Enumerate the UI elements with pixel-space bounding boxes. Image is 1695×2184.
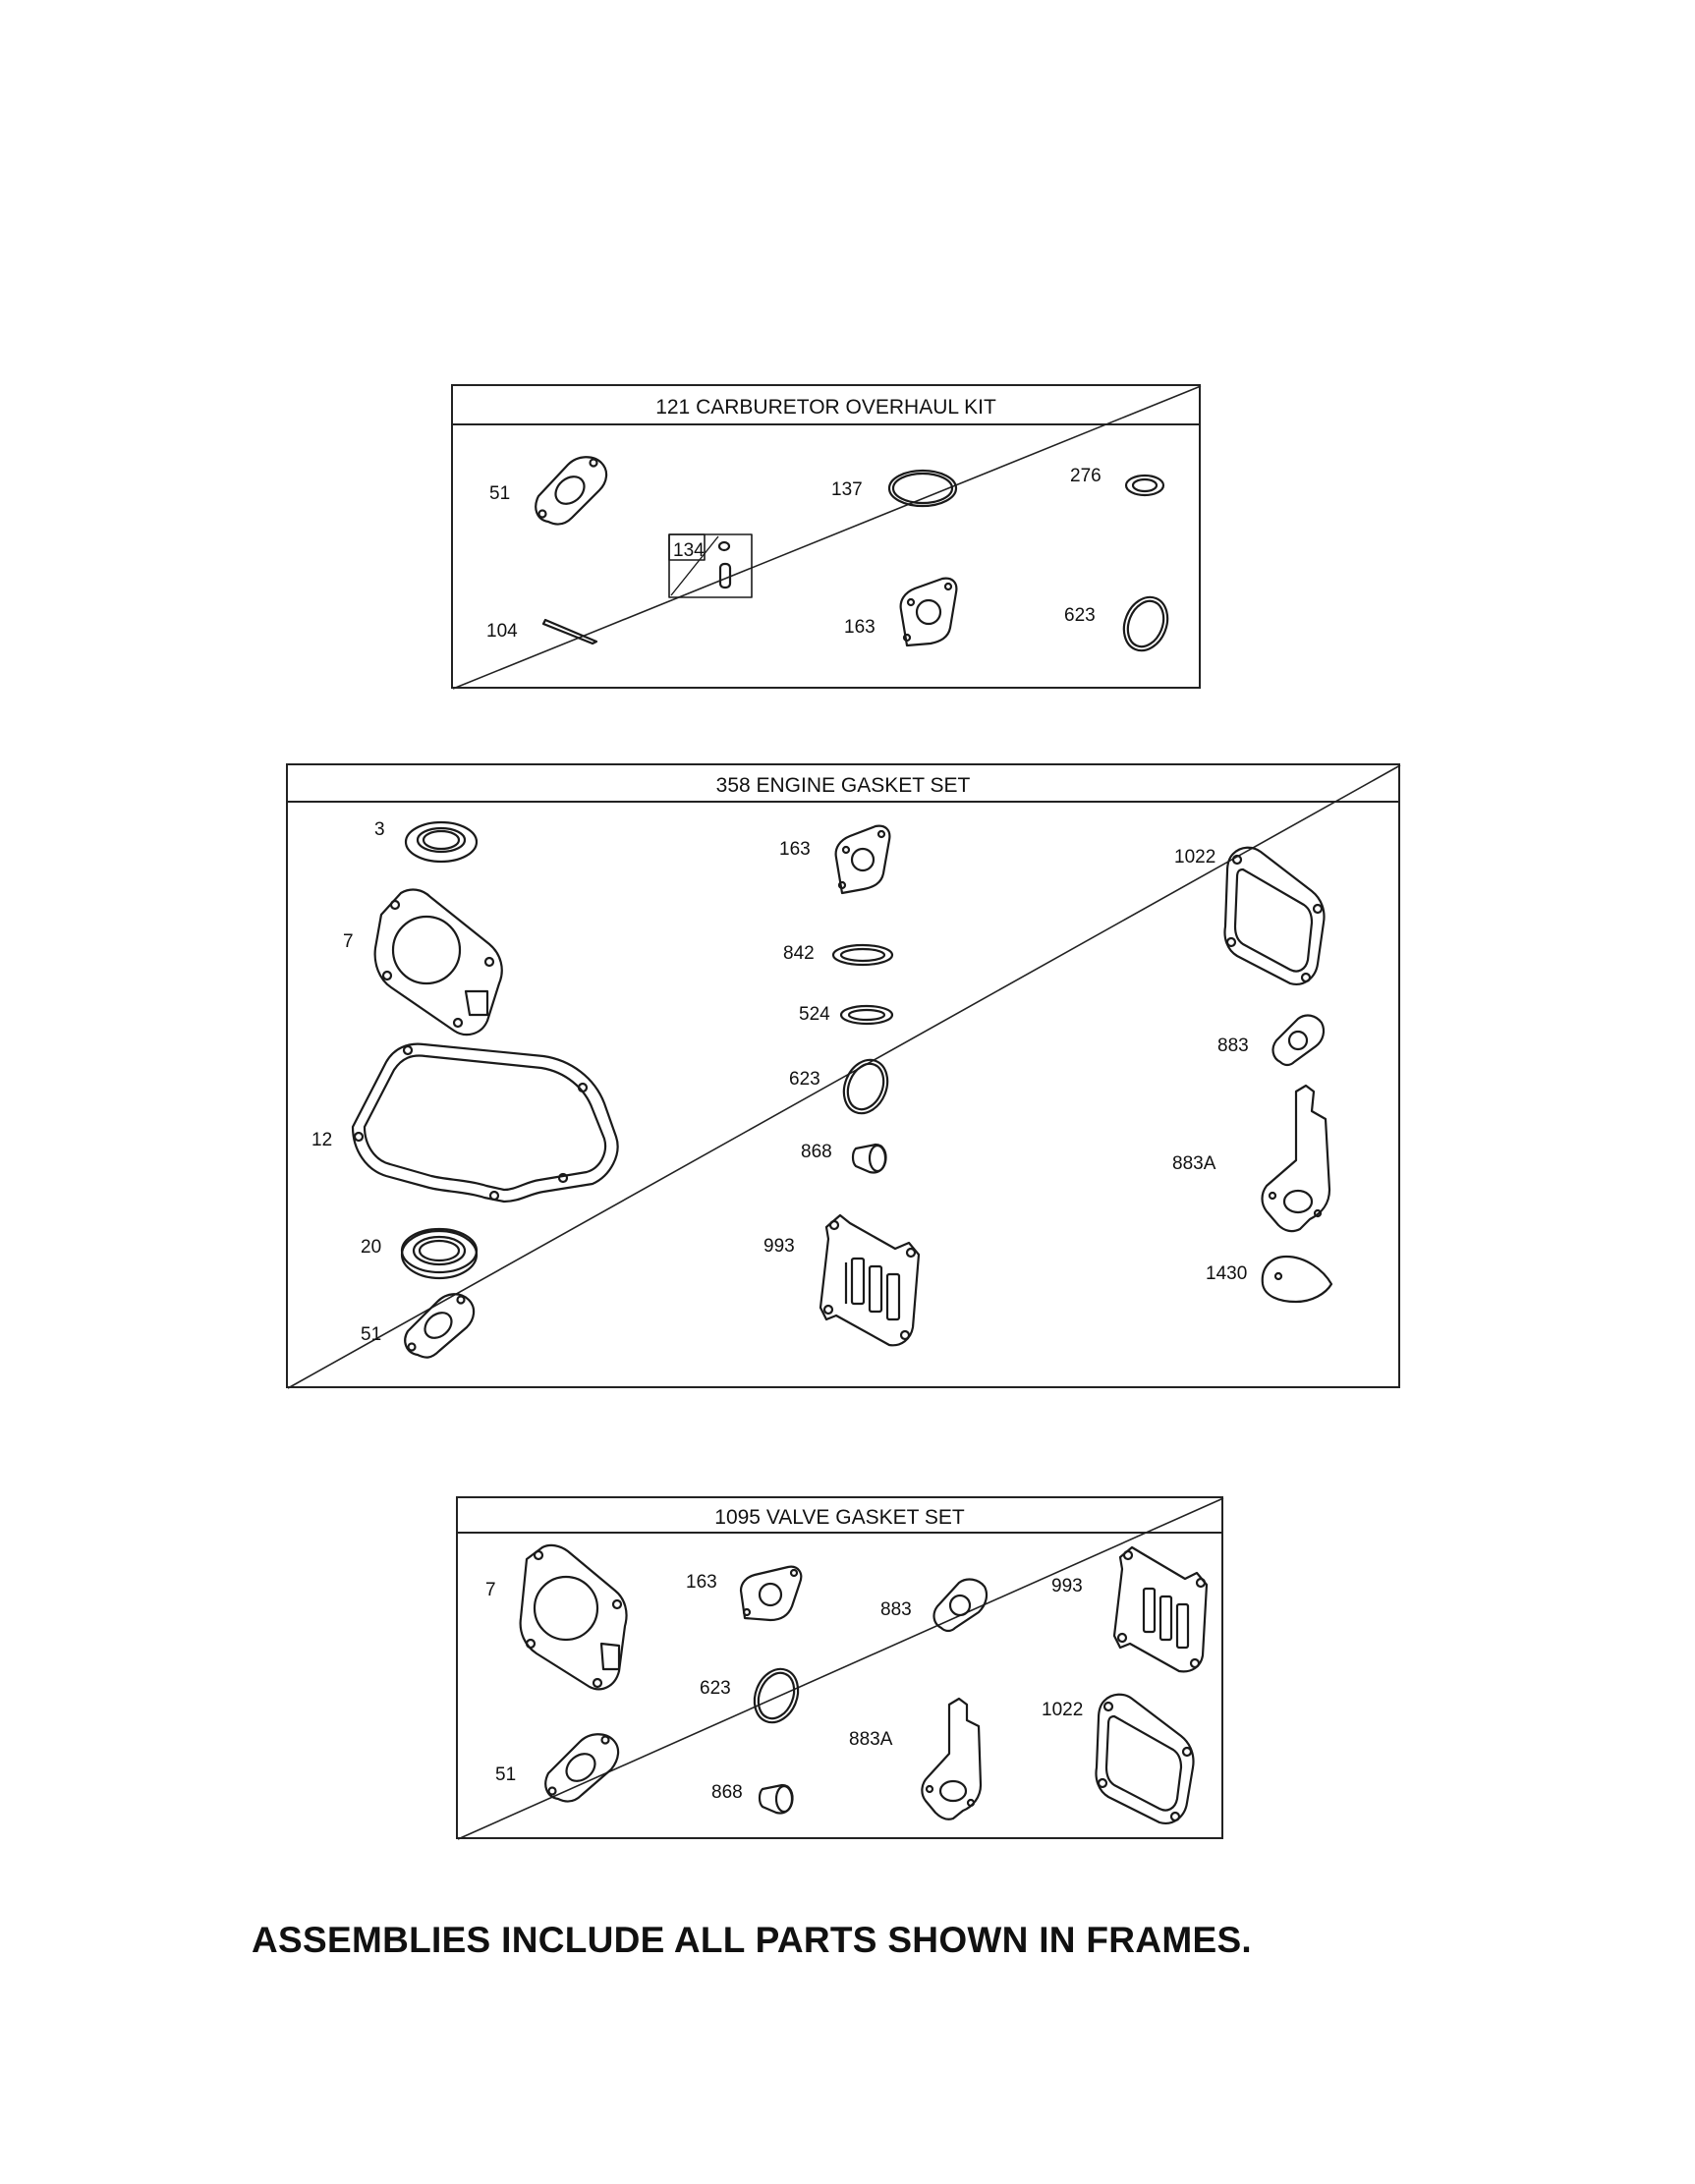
carb-flange-gasket-icon [404,1293,476,1359]
part-label-51: 51 [489,483,511,504]
part-label-623: 623 [700,1678,731,1699]
part-label-51: 51 [495,1764,517,1785]
part-label-276: 276 [1070,466,1102,486]
part-label-883a: 883A [849,1729,893,1750]
seal-ring-icon [1122,595,1169,652]
cylinder-head-gasket-icon [519,1543,628,1691]
part-label-623: 623 [789,1069,820,1090]
frame-title: 121 CARBURETOR OVERHAUL KIT [453,386,1199,425]
carb-flange-gasket-icon [544,1733,620,1803]
heat-shield-gasket-icon [921,1697,983,1820]
part-label-883a: 883A [1172,1153,1216,1174]
intake-gasket-icon [1271,1014,1326,1067]
part-label-868: 868 [801,1142,832,1162]
valve-seal-icon [851,1143,887,1174]
valve-cover-gasket-icon [1095,1693,1195,1824]
crankcase-gasket-icon [351,1042,619,1204]
oil-seal-icon [404,820,479,864]
part-label-524: 524 [799,1004,830,1025]
intake-gasket-icon [932,1578,989,1633]
carb-gasket-icon [834,824,891,895]
washer-icon [1124,474,1165,497]
part-label-163: 163 [844,617,876,638]
main-bearing-seal-icon [400,1227,479,1280]
part-label-137: 137 [831,479,863,500]
part-label-883: 883 [880,1599,912,1620]
carburetor-overhaul-kit-frame: 121 CARBURETOR OVERHAUL KIT 51 137 276 1… [451,384,1202,690]
engine-gasket-set-frame: 358 ENGINE GASKET SET 3 7 12 20 51 163 8… [286,763,1401,1389]
valve-gasket-set-frame: 1095 VALVE GASKET SET 7 51 163 623 868 8… [456,1496,1224,1840]
valve-cover-gasket-icon [1223,846,1326,985]
part-label-868: 868 [711,1782,743,1803]
filter-seal-icon [1261,1255,1333,1304]
assemblies-note: ASSEMBLIES INCLUDE ALL PARTS SHOWN IN FR… [252,1920,1253,1960]
part-label-993: 993 [1051,1576,1083,1596]
part-label-842: 842 [783,943,815,964]
part-label-1022: 1022 [1042,1700,1084,1720]
part-label-12: 12 [311,1130,333,1150]
o-ring-icon [831,943,894,967]
carb-flange-gasket-icon [535,456,608,526]
part-134-packet-icon [668,533,753,598]
frame-diagonal-line [287,764,1401,1389]
part-label-51: 51 [361,1324,382,1345]
seal-ring-icon [753,1667,800,1724]
part-label-1022: 1022 [1174,847,1216,868]
carb-gasket-icon [739,1565,803,1622]
frame-diagonal-line [457,1497,1224,1840]
heat-shield-gasket-icon [1261,1084,1331,1233]
part-label-163: 163 [686,1572,717,1593]
o-ring-icon [887,469,958,508]
frame-title: 1095 VALVE GASKET SET [458,1498,1221,1534]
part-label-1430: 1430 [1206,1263,1248,1284]
seal-ring-icon [842,1058,889,1115]
needle-pin-icon [541,618,598,645]
part-label-7: 7 [485,1580,496,1600]
part-label-20: 20 [361,1237,382,1258]
carb-gasket-icon [899,577,958,647]
part-label-104: 104 [486,621,518,642]
frame-title: 358 ENGINE GASKET SET [288,765,1398,803]
part-label-993: 993 [763,1236,795,1257]
breather-gasket-icon [1112,1545,1209,1673]
o-ring-icon [839,1004,894,1026]
part-label-3: 3 [374,819,385,840]
part-label-7: 7 [343,931,354,952]
part-label-623: 623 [1064,605,1096,626]
valve-seal-icon [758,1783,794,1815]
part-label-134: 134 [673,540,705,561]
part-label-163: 163 [779,839,811,860]
breather-gasket-icon [819,1213,921,1347]
part-label-883: 883 [1217,1036,1249,1056]
cylinder-head-gasket-icon [373,888,503,1036]
